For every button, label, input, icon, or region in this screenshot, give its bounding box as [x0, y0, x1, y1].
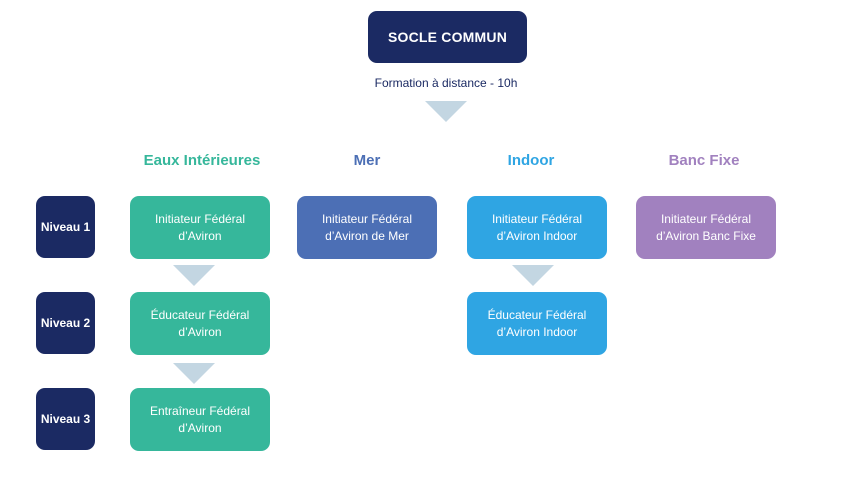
course-line: d’Aviron: [178, 420, 222, 435]
level-label: Niveau 2: [40, 316, 91, 330]
course-line: d’Aviron Indoor: [496, 228, 578, 243]
column-heading-banc-fixe: Banc Fixe: [668, 152, 740, 169]
course-box-educateur-eaux: Éducateur Fédéral d’Aviron: [130, 292, 270, 355]
course-line: Éducateur Fédéral: [487, 307, 587, 322]
arrow-down-icon: [173, 363, 215, 384]
arrow-down-icon: [425, 101, 467, 122]
column-heading-indoor: Indoor: [507, 152, 555, 169]
course-box-entraineur-eaux: Entraîneur Fédéral d’Aviron: [130, 388, 270, 451]
level-label: Niveau 1: [40, 220, 91, 234]
course-line: Initiateur Fédéral: [321, 211, 413, 226]
arrow-down-icon: [173, 265, 215, 286]
column-heading-eaux-interieures: Eaux Intérieures: [143, 152, 261, 169]
course-line: Initiateur Fédéral: [491, 211, 583, 226]
course-box-educateur-indoor: Éducateur Fédéral d’Aviron Indoor: [467, 292, 607, 355]
course-line: d’Aviron: [178, 228, 222, 243]
course-box-initiateur-eaux: Initiateur Fédéral d’Aviron: [130, 196, 270, 259]
arrow-down-icon: [512, 265, 554, 286]
course-line: Initiateur Fédéral: [154, 211, 246, 226]
level-label: Niveau 3: [40, 412, 91, 426]
level-box-2: Niveau 2: [36, 292, 95, 354]
column-heading-mer: Mer: [353, 152, 381, 169]
level-box-3: Niveau 3: [36, 388, 95, 450]
course-box-initiateur-banc-fixe: Initiateur Fédéral d’Aviron Banc Fixe: [636, 196, 776, 259]
socle-commun-box: SOCLE COMMUN: [368, 11, 527, 63]
course-line: d’Aviron Banc Fixe: [656, 228, 756, 243]
course-box-initiateur-indoor: Initiateur Fédéral d’Aviron Indoor: [467, 196, 607, 259]
socle-commun-title: SOCLE COMMUN: [387, 29, 508, 45]
course-line: Éducateur Fédéral: [150, 307, 250, 322]
course-box-initiateur-mer: Initiateur Fédéral d’Aviron de Mer: [297, 196, 437, 259]
course-line: d’Aviron Indoor: [496, 324, 578, 339]
course-line: Initiateur Fédéral: [660, 211, 752, 226]
course-line: d’Aviron de Mer: [325, 228, 409, 243]
level-box-1: Niveau 1: [36, 196, 95, 258]
course-line: d’Aviron: [178, 324, 222, 339]
course-line: Entraîneur Fédéral: [149, 403, 251, 418]
socle-commun-subtitle: Formation à distance - 10h: [374, 76, 518, 90]
